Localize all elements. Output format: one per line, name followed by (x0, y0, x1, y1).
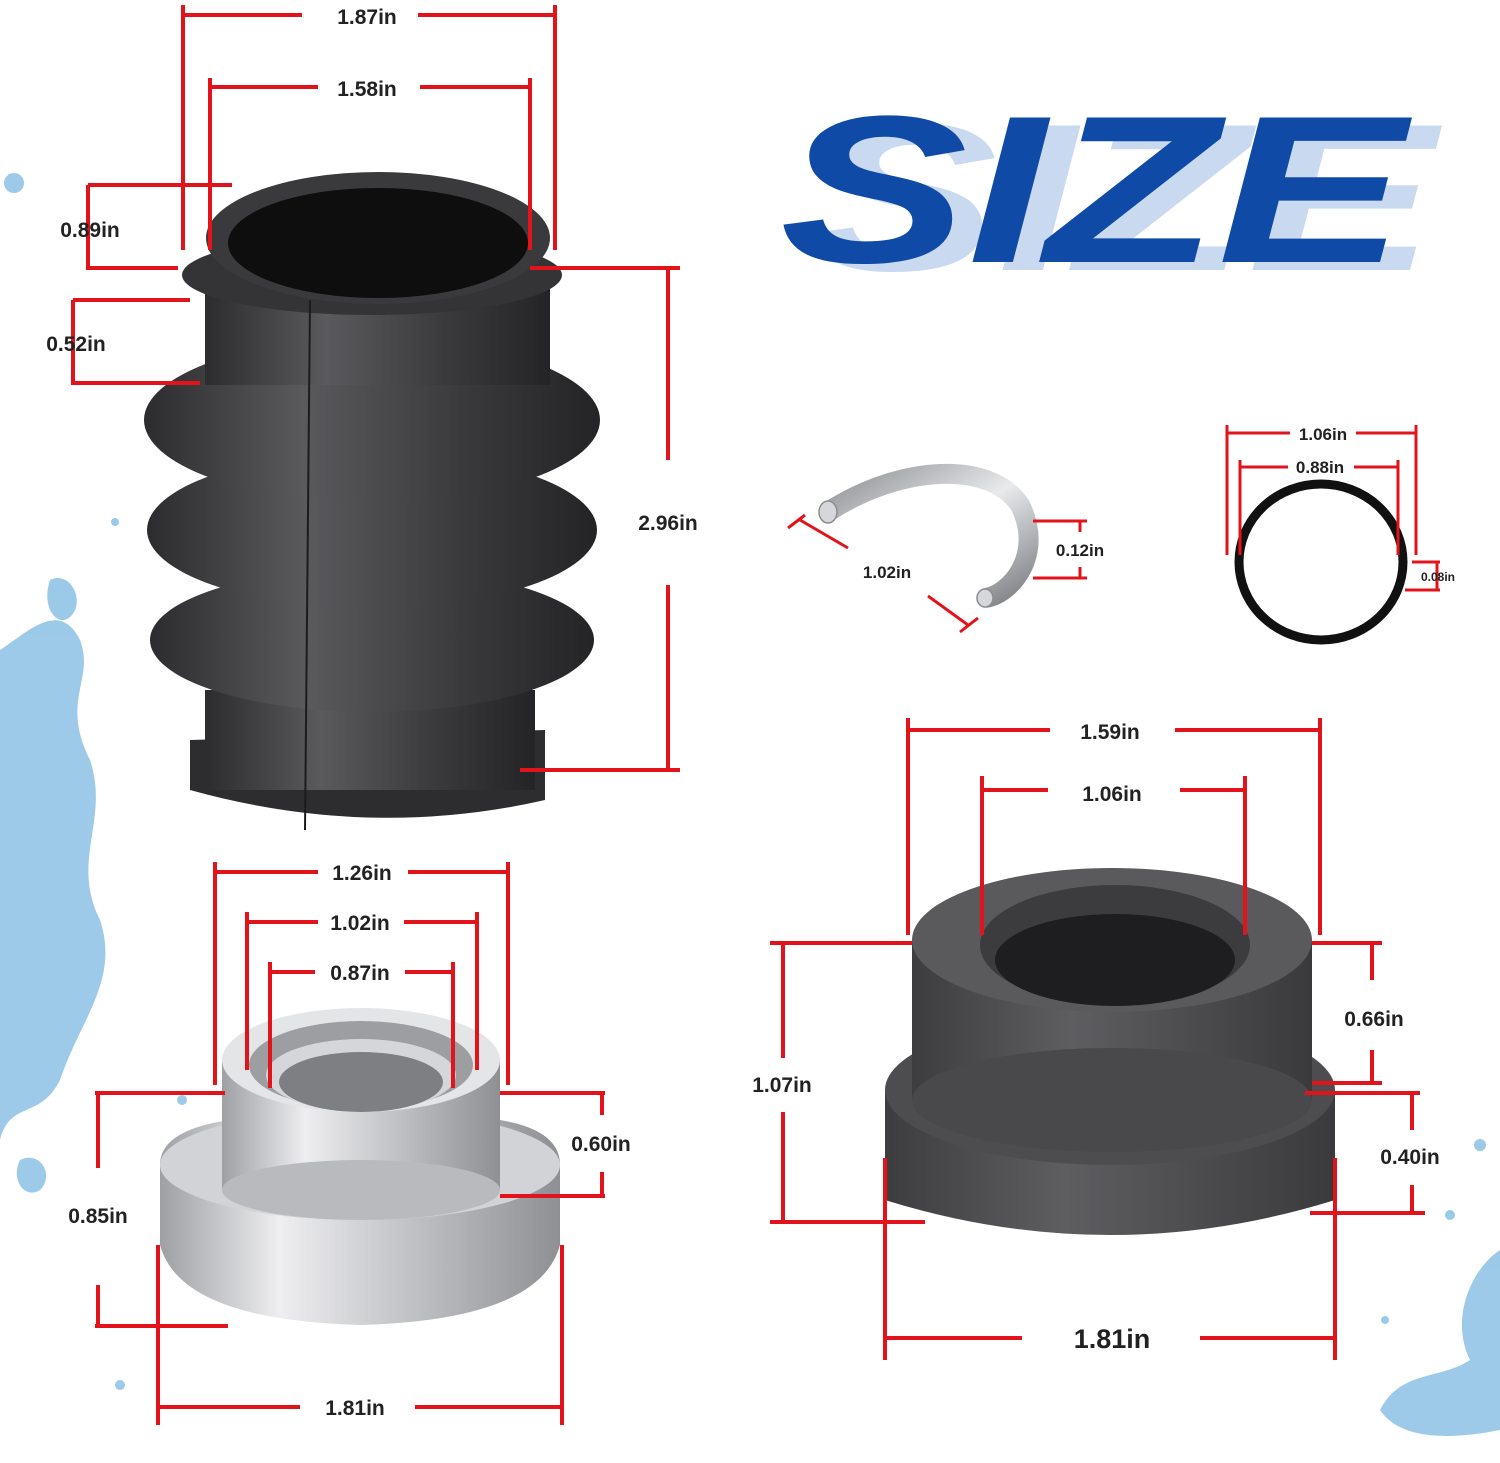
circlip-diameter-label: 1.02in (863, 563, 911, 582)
title-shadow: SIZE (810, 80, 1443, 315)
carbon-inner-label: 1.06in (1082, 783, 1142, 806)
bushing-inner-label: 0.87in (330, 962, 390, 985)
bushing-total-height-label: 0.85in (68, 1205, 128, 1228)
o-ring-outer-diameter-label: 1.06in (1299, 425, 1347, 444)
metal-bushing-dimensions: 1.26in 1.02in 0.87in 0.60in 0.85in 1.81i… (68, 862, 631, 1425)
carbon-flange-height-label: 0.40in (1380, 1146, 1440, 1169)
bushing-upper-height-label: 0.60in (571, 1133, 631, 1156)
title: SIZE SIZE (780, 72, 1443, 315)
carbon-outer-top-label: 1.59in (1080, 721, 1140, 744)
bellows-outer-diameter-label: 1.87in (337, 6, 397, 29)
water-splash-left (0, 173, 187, 1390)
title-text: SIZE (780, 72, 1413, 307)
bellows-rim-height-label: 0.52in (46, 333, 106, 356)
circlip-dimensions: 1.02in 0.12in (787, 513, 1104, 634)
bellows-dimensions: 1.87in 1.58in 0.89in 0.52in 2.96in (46, 5, 698, 772)
water-splash-right (1380, 1139, 1500, 1436)
carbon-ring (885, 868, 1335, 1235)
bushing-flange-diameter-label: 1.81in (325, 1397, 385, 1420)
bellows-total-length-label: 2.96in (638, 512, 698, 535)
carbon-ring-dimensions: 1.59in 1.06in 0.66in 1.07in 0.40in 1.81i… (752, 718, 1440, 1360)
bellows-collar-height-label: 0.89in (60, 219, 120, 242)
bellows-boot (144, 172, 600, 831)
carbon-flange-diameter-label: 1.81in (1074, 1324, 1151, 1354)
carbon-total-height-label: 1.07in (752, 1074, 812, 1097)
bellows-inner-diameter-label: 1.58in (337, 78, 397, 101)
bushing-middle-label: 1.02in (330, 912, 390, 935)
metal-bushing (160, 1008, 560, 1325)
carbon-upper-height-label: 0.66in (1344, 1008, 1404, 1031)
o-ring-thickness-label: 0.08in (1421, 570, 1455, 584)
circlip-thickness-label: 0.12in (1056, 541, 1104, 560)
bushing-outer-top-label: 1.26in (332, 862, 392, 885)
o-ring-inner-diameter-label: 0.88in (1296, 458, 1344, 477)
o-ring (1234, 479, 1408, 645)
circlip (818, 463, 1039, 608)
o-ring-dimensions: 1.06in 0.88in 0.08in (1225, 425, 1455, 592)
